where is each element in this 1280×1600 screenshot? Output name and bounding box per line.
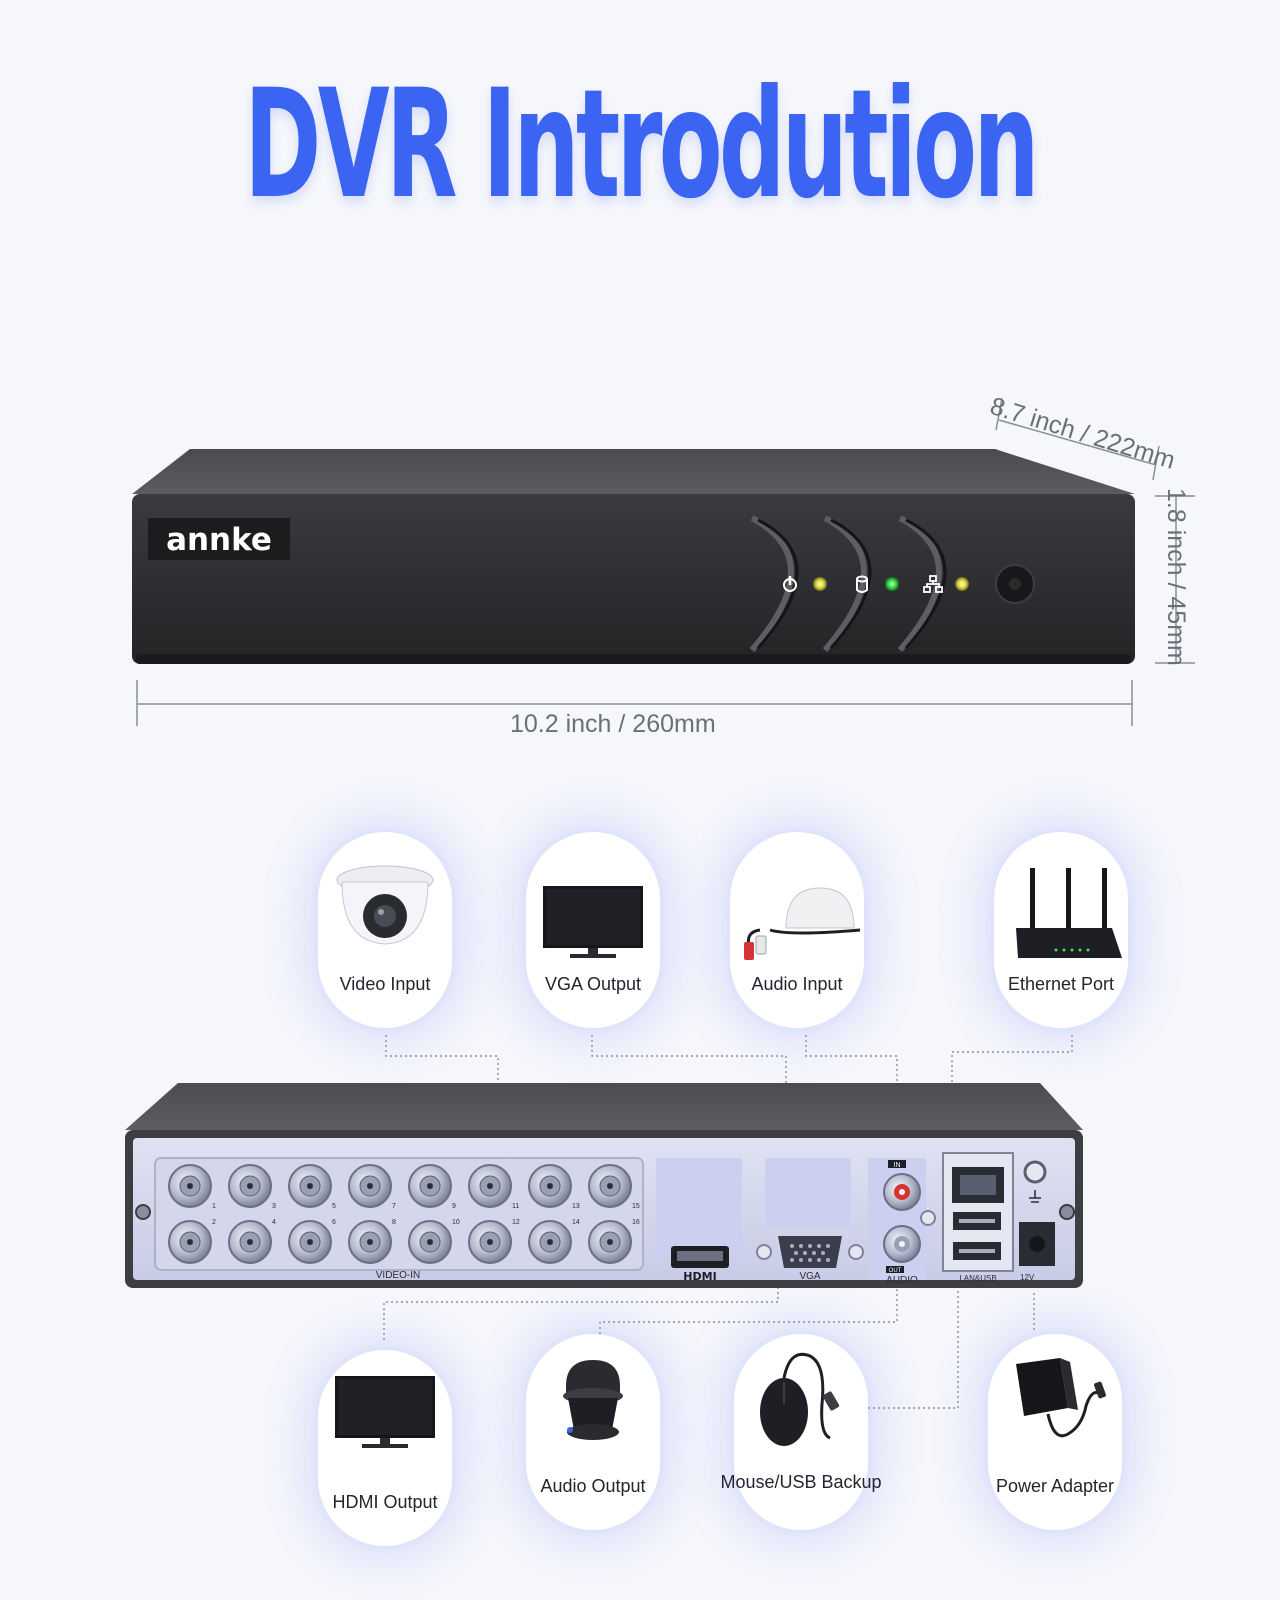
lan-usb-label: LAN&USB	[959, 1274, 996, 1283]
power-label: 12V	[1020, 1273, 1035, 1282]
channel-label: 5	[332, 1203, 336, 1210]
channel-label: 16	[632, 1219, 640, 1226]
power-led	[813, 577, 827, 591]
channel-label: 2	[212, 1219, 216, 1226]
power-adapter-label: Power Adapter	[995, 1476, 1115, 1496]
bnc-connector-pin	[307, 1183, 313, 1189]
audio-output-label: Audio Output	[540, 1476, 646, 1496]
hdmi-output-card: HDMI Output	[318, 1350, 452, 1546]
channel-label: 11	[512, 1203, 519, 1210]
ground-screw	[1023, 1160, 1047, 1184]
vga-label: VGA	[799, 1271, 820, 1282]
channel-label: 1	[212, 1203, 216, 1210]
power-adapter-card: Power Adapter	[988, 1334, 1122, 1530]
channel-label: 10	[452, 1219, 460, 1226]
channel-label: 12	[512, 1219, 520, 1226]
video-in-label: VIDEO-IN	[376, 1270, 420, 1281]
bnc-connector-pin	[367, 1183, 373, 1189]
audio-label: AUDIO	[886, 1275, 918, 1286]
page-title: DVR Introdution	[244, 58, 1039, 232]
hdd-icon	[856, 575, 868, 593]
bnc-connector-pin	[247, 1183, 253, 1189]
channel-label: 4	[272, 1219, 276, 1226]
channel-label: 9	[452, 1203, 456, 1210]
bnc-connector-pin	[487, 1239, 493, 1245]
ethernet-port-label: Ethernet Port	[1007, 974, 1115, 994]
mouse-usb-backup-label: Mouse/USB Backup	[720, 1472, 882, 1492]
dimension-lines	[136, 397, 1195, 726]
audio-output-card: Audio Output	[526, 1334, 660, 1530]
bnc-connector-pin	[427, 1183, 433, 1189]
bnc-connector-pin	[307, 1239, 313, 1245]
monitor-icon	[543, 886, 643, 958]
mouse-icon	[760, 1352, 840, 1446]
hdd-led	[885, 577, 899, 591]
power-adapter-icon	[1016, 1358, 1106, 1438]
monitor-icon	[335, 1376, 435, 1448]
channel-label: 14	[572, 1219, 580, 1226]
video-input-card: Video Input	[318, 832, 452, 1028]
channel-label: 7	[392, 1203, 396, 1210]
video-input-label: Video Input	[339, 974, 431, 994]
dome-camera-icon	[336, 865, 434, 945]
width-dimension: 10.2 inch / 260mm	[510, 710, 716, 738]
channel-label: 3	[272, 1203, 276, 1210]
bnc-connector-pin	[607, 1239, 613, 1245]
channel-label: 8	[392, 1219, 396, 1226]
power-icon	[783, 576, 797, 592]
network-led	[955, 577, 969, 591]
channel-label: 6	[332, 1219, 336, 1226]
audio-out-label: OUT	[889, 1268, 902, 1274]
network-icon	[923, 575, 943, 593]
vga-port	[778, 1236, 842, 1268]
bnc-connector-pin	[607, 1183, 613, 1189]
speaker-icon	[563, 1360, 623, 1440]
microphone-icon	[744, 887, 861, 960]
bnc-connector-pin	[187, 1183, 193, 1189]
bnc-connector-pin	[547, 1183, 553, 1189]
bnc-connector-pin	[487, 1183, 493, 1189]
bnc-connector-pin	[247, 1239, 253, 1245]
bnc-connector-pin	[187, 1239, 193, 1245]
hdmi-label: HDMI	[683, 1270, 716, 1283]
brand-logo: annke	[166, 522, 272, 558]
audio-input-label: Audio Input	[751, 974, 843, 994]
ethernet-port-card: Ethernet Port	[994, 832, 1128, 1028]
channel-label: 13	[572, 1203, 580, 1210]
bnc-connector-pin	[367, 1239, 373, 1245]
video-in-block	[154, 1157, 644, 1271]
audio-in-label: IN	[894, 1162, 901, 1169]
height-dimension: 1.8 inch / 45mm	[1162, 488, 1190, 666]
vga-output-card: VGA Output	[526, 832, 660, 1028]
mouse-usb-backup-card: Mouse/USB Backup	[720, 1334, 882, 1530]
vga-output-label: VGA Output	[544, 974, 642, 994]
hdmi-output-label: HDMI Output	[332, 1492, 438, 1512]
bnc-connector-pin	[547, 1239, 553, 1245]
channel-label: 15	[632, 1203, 640, 1210]
router-icon	[1016, 868, 1122, 958]
bnc-connector-pin	[427, 1239, 433, 1245]
audio-input-card: Audio Input	[730, 832, 864, 1028]
